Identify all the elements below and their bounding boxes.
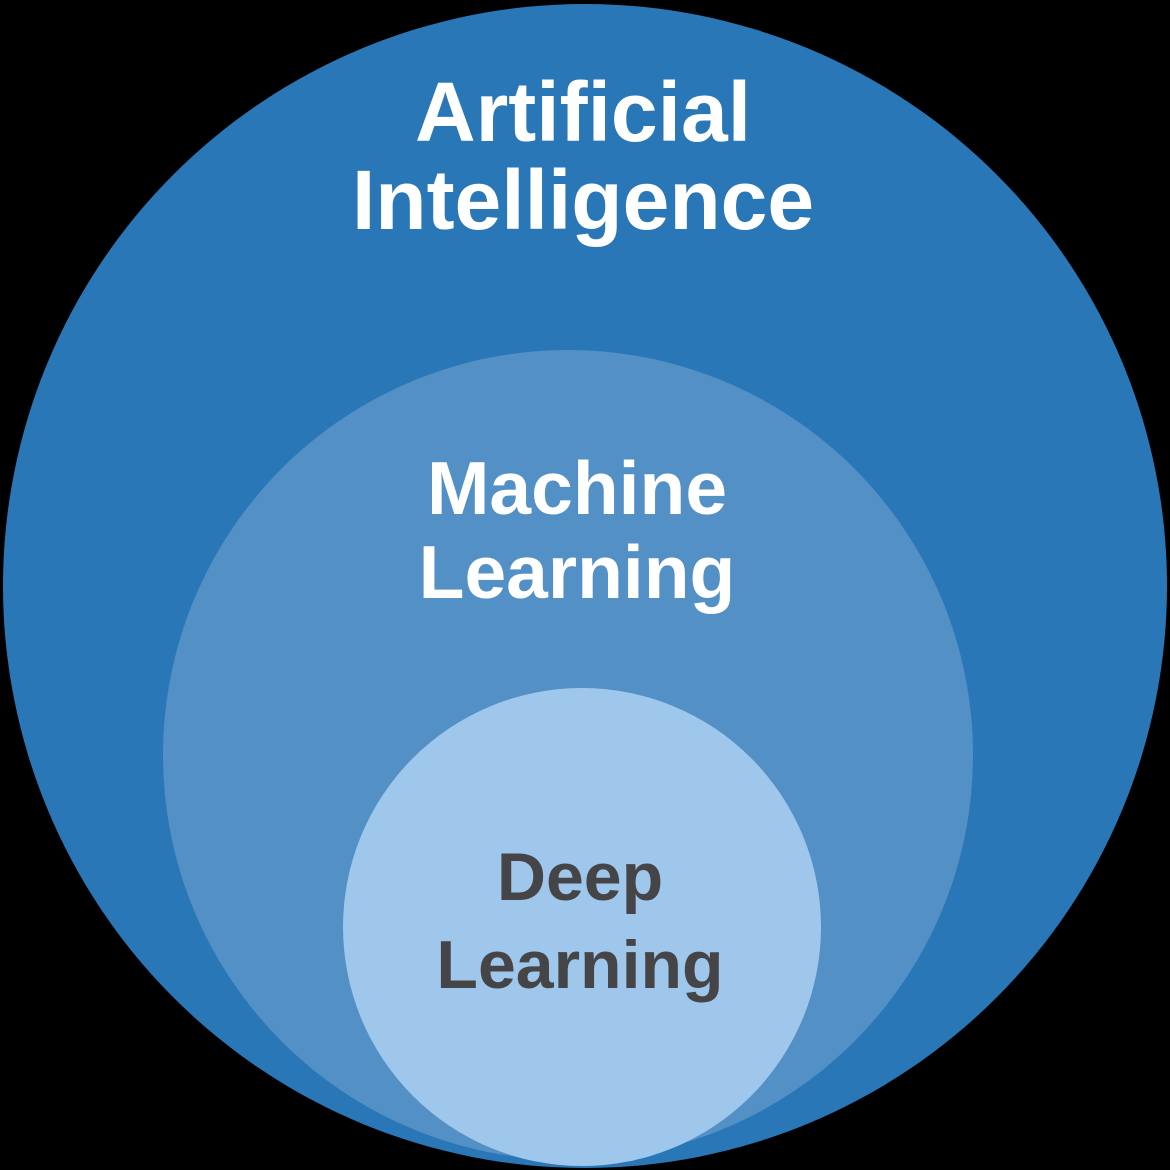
machine-learning-label: Machine Learning: [418, 446, 736, 614]
deep-learning-label: Deep Learning: [436, 839, 724, 1003]
deep-learning-circle: [343, 688, 821, 1166]
artificial-intelligence-label: Artificial Intelligence: [351, 65, 815, 247]
